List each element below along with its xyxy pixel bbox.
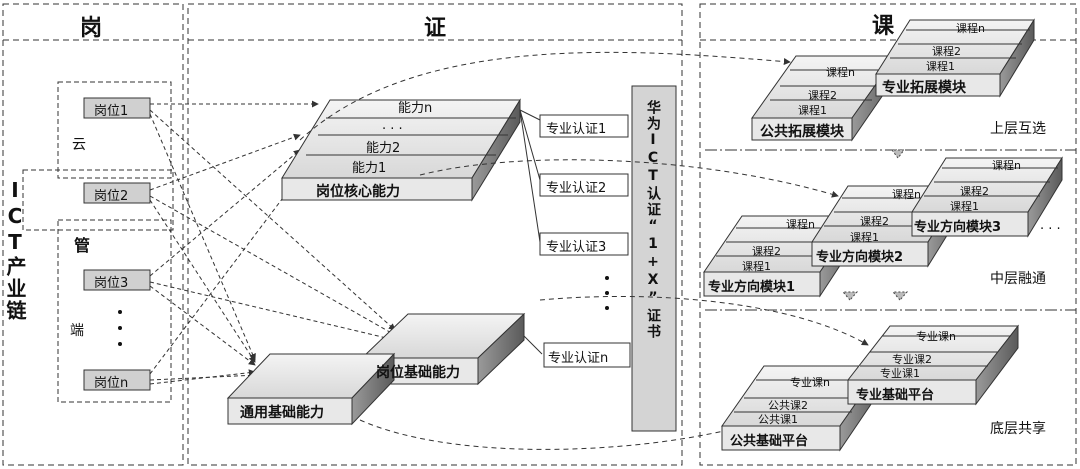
bottom-major-layer-n: 专业课n: [916, 330, 956, 343]
cloud-zone: [57, 81, 172, 179]
gang-frame: [2, 3, 184, 466]
layer-arrows: [841, 149, 909, 301]
post-n: 岗位n: [94, 376, 129, 391]
ability-basic-label: 岗位基础能力: [376, 365, 460, 381]
zone-pipe-label: 管: [74, 236, 91, 255]
middle-module3-block: [911, 156, 1063, 238]
ability-layer-dots: . . .: [382, 118, 403, 133]
upper-public-layer-1: 课程1: [798, 104, 827, 117]
bottom-major-block: [846, 324, 1020, 406]
ability-general-block: [226, 352, 396, 426]
bottom-public-layer-1: 公共课1: [758, 413, 798, 426]
cert-2: 专业认证2: [546, 181, 607, 196]
upper-public-label: 公共拓展模块: [760, 124, 844, 140]
post-dots: [118, 310, 122, 346]
upper-public-layer-2: 课程2: [808, 89, 837, 102]
pipe-zone: [22, 169, 174, 231]
bottom-public-label: 公共基础平台: [730, 434, 809, 449]
ability-layer-n: 能力n: [398, 101, 433, 116]
upper-public-layer-n: 课程n: [826, 66, 855, 79]
upper-major-layer-n: 课程n: [956, 22, 985, 35]
ke-frame: [699, 3, 1077, 466]
middle-m3-layer-n: 课程n: [992, 159, 1021, 172]
middle-m1-label: 专业方向模块1: [708, 280, 796, 295]
post-connectors: [149, 100, 396, 385]
cert-n: 专业认证n: [548, 351, 609, 366]
upper-major-layer-1: 课程1: [926, 60, 955, 73]
middle-m3-layer-2: 课程2: [960, 185, 989, 198]
post-boxes: [83, 97, 151, 391]
bottom-public-layer-n: 专业课n: [790, 376, 830, 389]
cert-dots: [605, 276, 609, 310]
ability-layer-2: 能力2: [366, 141, 401, 156]
middle-m2-layer-1: 课程1: [850, 231, 879, 244]
cross-curves: [299, 51, 869, 450]
middle-m1-layer-n: 课程n: [786, 218, 815, 231]
middle-layer-label: 中层融通: [990, 271, 1046, 287]
cert-boxes: [539, 114, 631, 368]
ability-layer-1: 能力1: [352, 161, 387, 176]
ability-cert-arrows: [519, 109, 543, 355]
bottom-major-layer-2: 专业课2: [892, 353, 932, 366]
middle-m1-layer-2: 课程2: [752, 245, 781, 258]
middle-m2-layer-2: 课程2: [860, 215, 889, 228]
upper-layer-label: 上层互选: [990, 121, 1046, 137]
bottom-public-block: [721, 364, 883, 452]
bottom-major-layer-1: 专业课1: [880, 367, 920, 380]
header-ke: 课: [872, 14, 895, 39]
middle-m2-label: 专业方向模块2: [816, 250, 904, 265]
post-2: 岗位2: [94, 189, 129, 204]
ability-core-block: [281, 98, 521, 202]
upper-major-block: [875, 18, 1035, 98]
huawei-cert-column: [631, 85, 677, 432]
zone-end-label: 端: [70, 323, 84, 339]
zone-cloud-label: 云: [72, 137, 86, 153]
upper-major-label: 专业拓展模块: [882, 80, 966, 96]
bottom-public-layer-2: 公共课2: [768, 399, 808, 412]
bottom-layer-label: 底层共享: [990, 421, 1046, 437]
post-3: 岗位3: [94, 276, 129, 291]
industry-chain-label: ICT产业链: [3, 178, 27, 322]
header-zheng: 证: [424, 16, 447, 41]
ability-core-label: 岗位核心能力: [316, 184, 400, 200]
bottom-major-label: 专业基础平台: [856, 388, 935, 403]
post-1: 岗位1: [94, 104, 129, 119]
middle-m3-label: 专业方向模块3: [914, 220, 1002, 235]
cert-1: 专业认证1: [546, 122, 607, 137]
middle-ellipsis: · · ·: [1040, 222, 1061, 237]
huawei-cert-label: 华为ICT认证“1+X”证书: [645, 100, 661, 340]
middle-m3-layer-1: 课程1: [950, 200, 979, 213]
upper-major-layer-2: 课程2: [932, 45, 961, 58]
middle-m1-layer-1: 课程1: [742, 260, 771, 273]
header-gang: 岗: [80, 16, 103, 41]
cert-3: 专业认证3: [546, 240, 607, 255]
zheng-frame: [187, 3, 683, 466]
middle-m2-layer-n: 课程n: [892, 188, 921, 201]
ability-general-label: 通用基础能力: [240, 405, 324, 421]
end-zone: [57, 219, 172, 403]
